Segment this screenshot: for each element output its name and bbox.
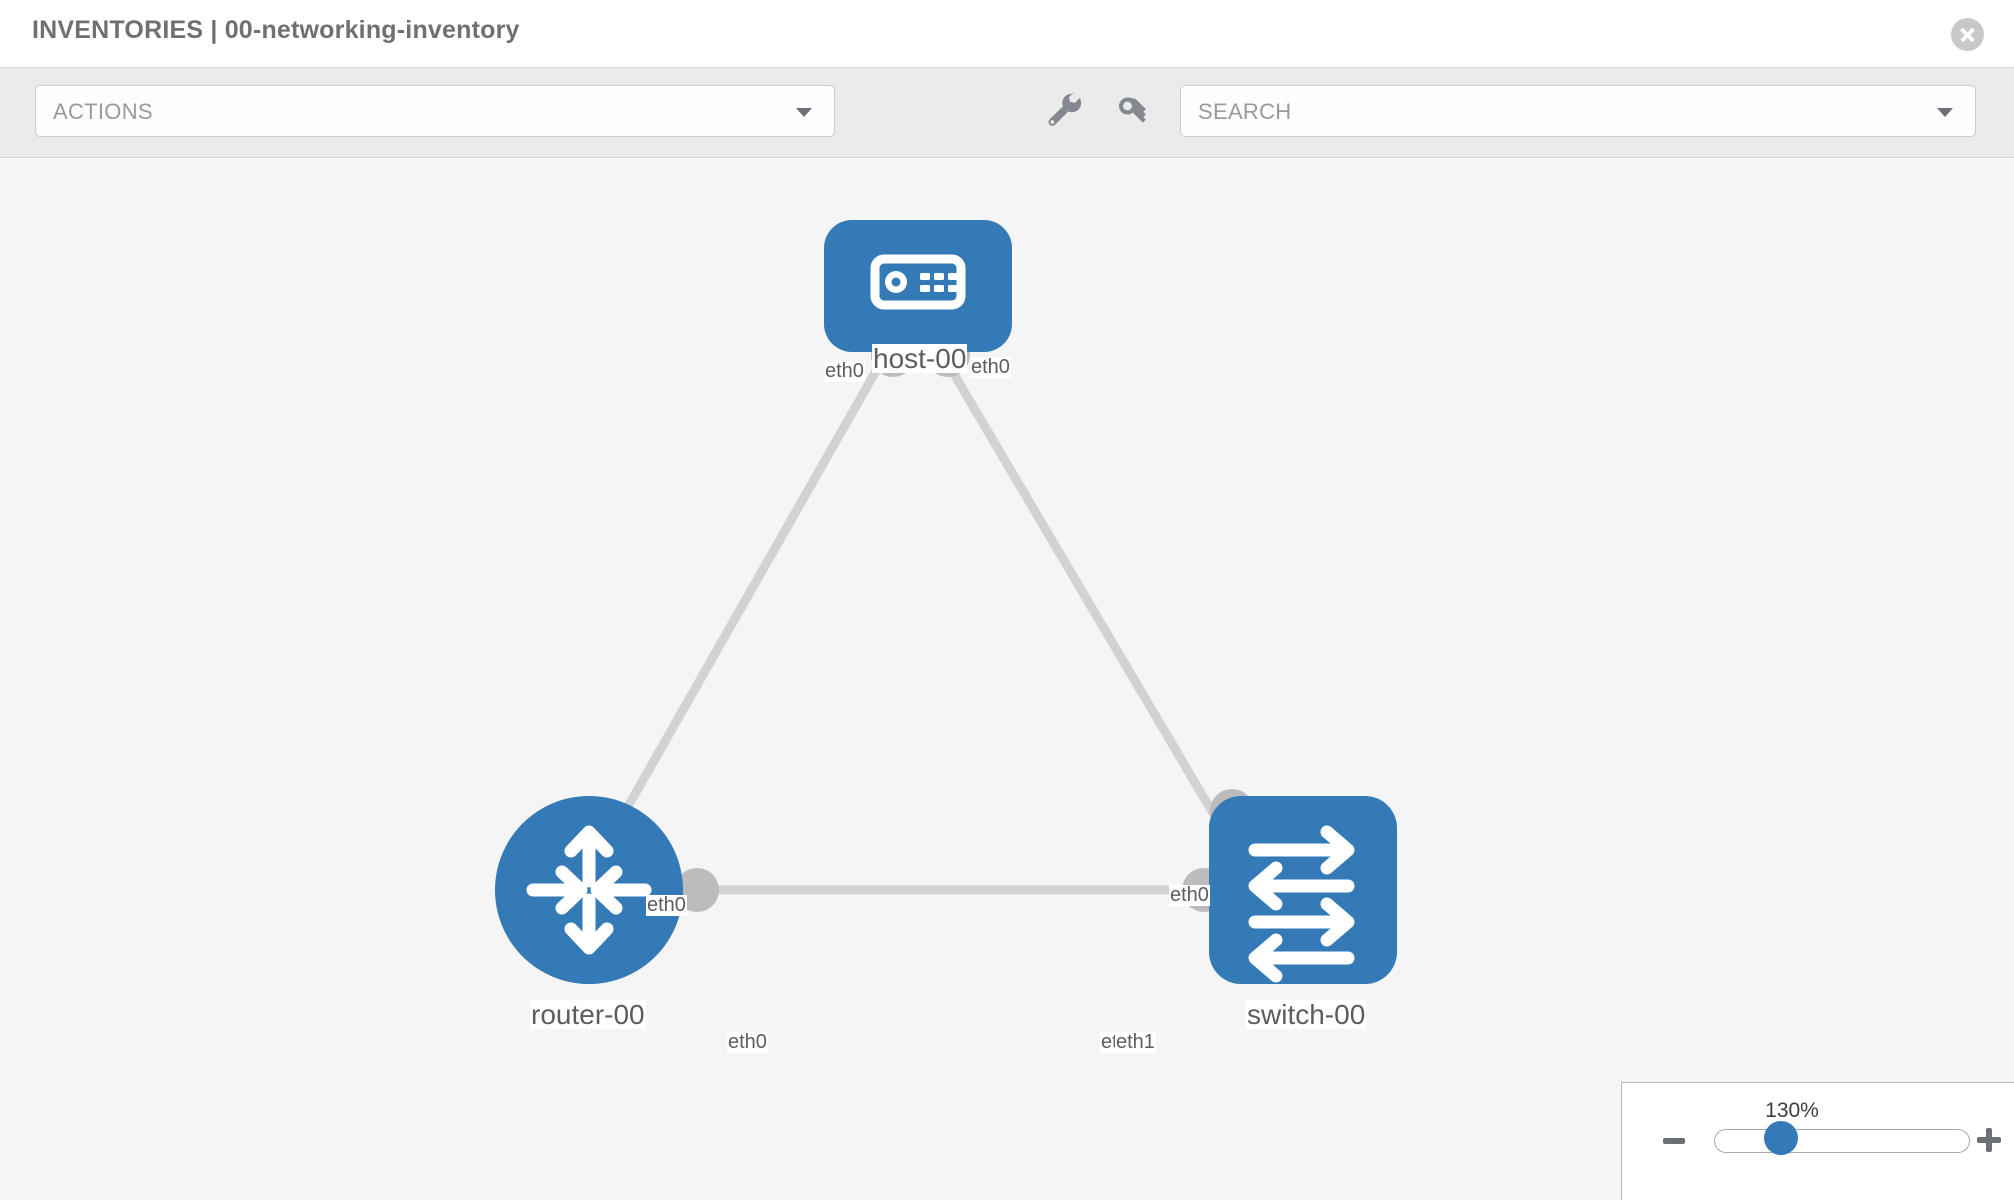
node-router-00 [495,796,683,984]
zoom-slider-track[interactable] [1714,1129,1970,1153]
wrench-icon[interactable] [1044,90,1084,132]
node-label-switch-00: switch-00 [1246,999,1367,1030]
node-label-host-00: host-00 [872,343,968,374]
search-placeholder: SEARCH [1198,99,1292,124]
zoom-out-button[interactable] [1663,1138,1685,1144]
topology-graph [495,220,1397,984]
port-label-switch-left: eth1 [1115,1031,1156,1053]
title-bar: INVENTORIES | 00-networking-inventory [0,0,2014,68]
close-icon[interactable] [1951,18,1984,51]
link-host-switch [944,361,1244,862]
zoom-level-value: 130% [1765,1099,1819,1122]
search-input[interactable]: SEARCH [1180,85,1976,137]
search-chevron-down-icon[interactable] [1937,108,1953,117]
chevron-down-icon [796,108,812,117]
node-label-router-00: router-00 [530,999,646,1030]
zoom-control-panel: 130% [1621,1082,2014,1200]
node-switch-00 [1209,796,1397,984]
link-host-router [594,361,884,862]
actions-dropdown[interactable]: ACTIONS [35,85,835,137]
port-label-router-up: eth0 [646,894,687,916]
actions-dropdown-label: ACTIONS [53,99,153,124]
zoom-slider-thumb[interactable] [1764,1121,1798,1155]
port-label-switch-up: eth0 [1169,884,1210,906]
node-host-00 [824,220,1012,352]
zoom-in-button[interactable] [1977,1128,2001,1152]
port-label-host-right: eth0 [970,356,1011,378]
port-label-host-left: eth0 [824,360,865,382]
page-title: INVENTORIES | 00-networking-inventory [32,16,520,44]
key-icon[interactable] [1112,90,1152,132]
port-label-router-right: eth0 [727,1031,768,1053]
topology-canvas[interactable]: host-00 router-00 switch-00 eth0 eth0 et… [0,159,2014,1200]
